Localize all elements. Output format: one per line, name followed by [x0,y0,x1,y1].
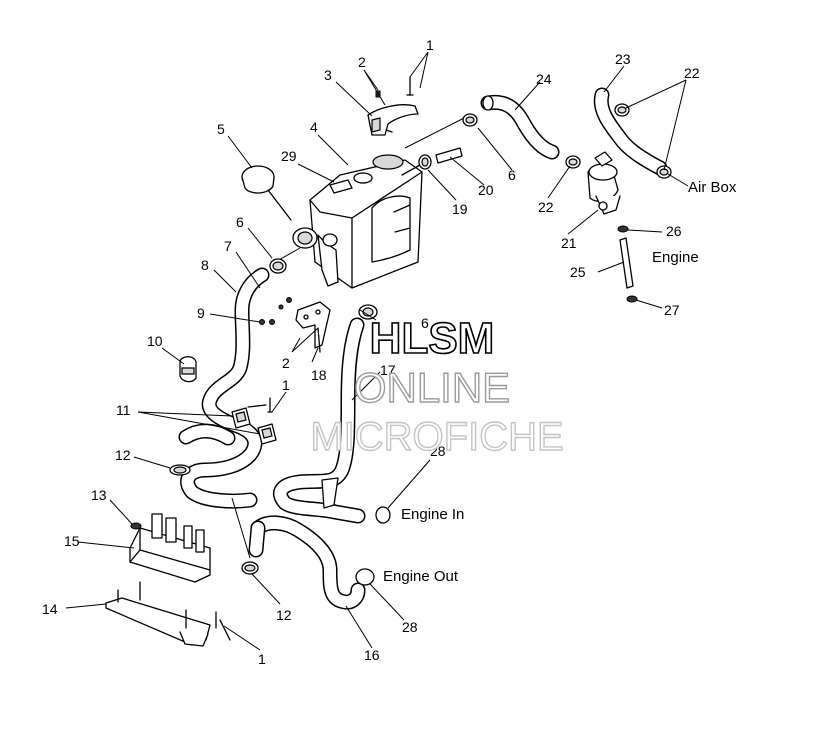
caps-28 [355,506,391,586]
callout-21: 21 [561,235,577,251]
overflow-hose-24 [462,94,581,169]
callout-10: 10 [147,333,163,349]
bracket-top [367,76,419,136]
engine-tube-25 [617,225,638,303]
connection-labels: Air Box Engine Engine In Engine Out [383,179,737,585]
callout-4: 4 [310,119,318,135]
callout-17: 17 [380,362,396,378]
callout-29: 29 [281,148,297,164]
callout-26: 26 [666,223,682,239]
clamp-6-left [269,258,287,274]
callout-9: 9 [197,305,205,321]
callout-13: 13 [91,487,107,503]
engine-in-label: Engine In [401,506,464,523]
callout-2b: 2 [282,355,290,371]
callout-8: 8 [201,257,209,273]
dipstick-cap [241,165,292,221]
callout-28b: 28 [402,619,418,635]
callout-11: 11 [116,402,131,418]
airbox-hose-23 [593,87,672,179]
hose-16 [241,515,366,610]
watermark: HLSM ONLINE MICROFICHE [310,313,565,460]
callout-6c: 6 [508,167,516,183]
callout-28: 28 [430,443,446,459]
engine-out-label: Engine Out [383,568,459,585]
engine-label: Engine [652,249,699,266]
callout-1: 1 [426,37,434,53]
bracket-18 [259,297,331,353]
callout-22b: 22 [538,199,554,215]
callout-6b: 6 [421,315,429,331]
fitting-19-20 [404,114,471,170]
callout-15: 15 [64,533,80,549]
watermark-line-3: MICROFICHE [310,415,563,459]
callout-3: 3 [324,67,332,83]
callout-27: 27 [664,302,680,318]
callout-1c: 1 [258,651,266,667]
callout-16: 16 [364,647,380,663]
callout-12: 12 [115,447,131,463]
leader-lines [65,51,689,651]
callout-23: 23 [615,51,631,67]
thermostat-housing-21 [587,151,621,215]
clip-10 [179,356,197,383]
callout-20: 20 [478,182,494,198]
callout-24: 24 [536,71,552,87]
callout-14: 14 [42,601,58,617]
watermark-line-2: ONLINE [354,364,510,411]
filler-neck [269,227,338,266]
callout-2: 2 [358,54,366,70]
callout-7: 7 [224,238,232,254]
watermark-line-1: HLSM [370,314,495,363]
callout-18: 18 [311,367,327,383]
callout-25: 25 [570,264,586,280]
clamps-11 [231,397,277,445]
callout-1b: 1 [282,377,290,393]
callout-12b: 12 [276,607,292,623]
callout-6: 6 [236,214,244,230]
coolant-tank [309,154,423,289]
callout-22: 22 [684,65,700,81]
heat-exchanger-15 [129,513,211,583]
air-box-label: Air Box [688,179,737,196]
hose-17 [273,304,378,524]
grommet-12-top [169,464,191,476]
callout-5: 5 [217,121,225,137]
callout-19: 19 [452,201,468,217]
mounting-plate-14 [105,581,231,647]
callout-numbers: 1 2 3 4 5 29 6 7 8 9 2 18 10 1 11 12 13 … [42,37,700,667]
